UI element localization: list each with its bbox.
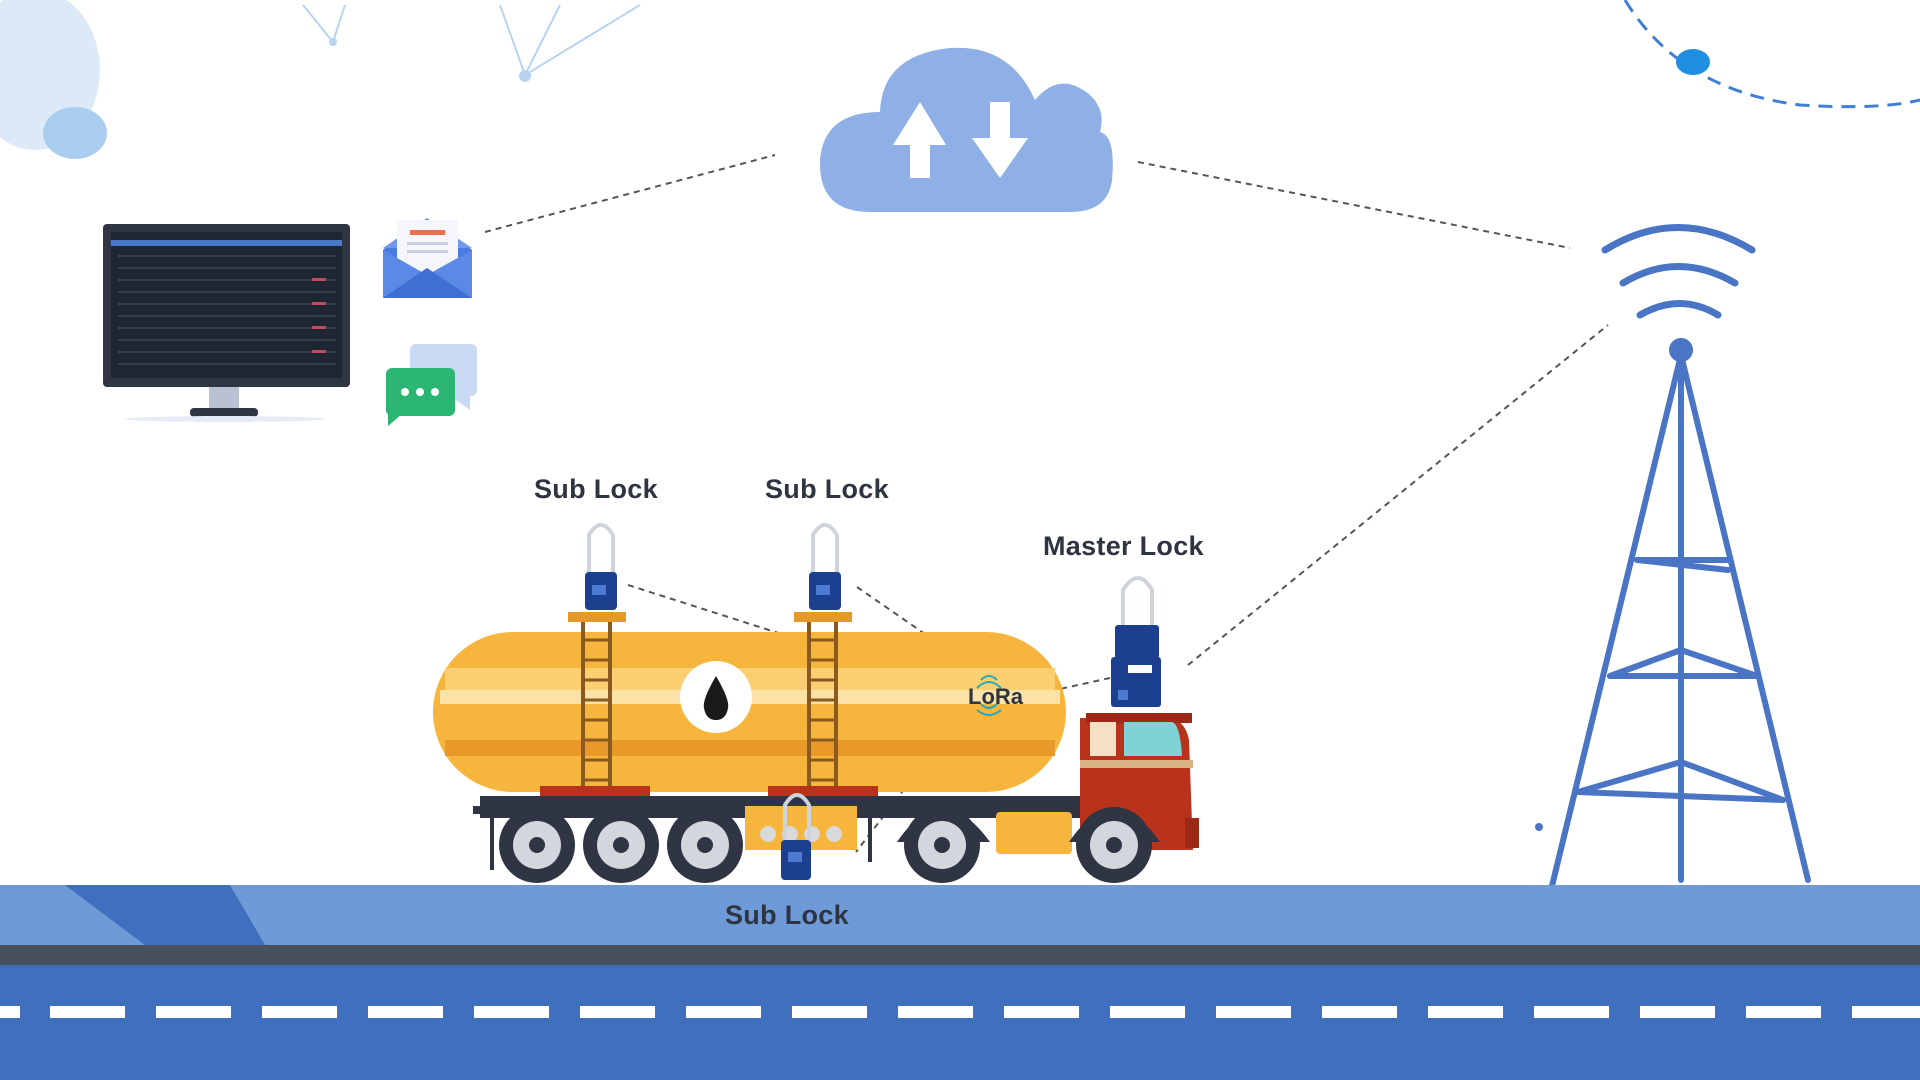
padlock-icon — [585, 523, 617, 610]
chat-icon — [386, 344, 477, 426]
lora-label: LoRa — [968, 684, 1023, 709]
monitor-icon — [103, 224, 350, 422]
decor-blobs — [0, 0, 1920, 159]
email-icon — [383, 218, 472, 298]
master-lock-label: Master Lock — [1043, 531, 1204, 561]
sub-lock-label: Sub Lock — [725, 900, 849, 930]
oil-drop-icon — [703, 676, 729, 720]
padlock-icon — [809, 523, 841, 610]
sub-lock-label: Sub Lock — [534, 474, 658, 504]
lora-signal-icon — [976, 675, 1002, 716]
cell-tower-icon — [1531, 224, 1811, 963]
cloud-upload-download-icon — [819, 47, 1113, 212]
road — [0, 885, 1920, 1080]
sub-lock-label: Sub Lock — [765, 474, 889, 504]
dot — [1535, 823, 1543, 831]
tanker-truck-icon — [433, 612, 1199, 883]
master-padlock-icon — [1111, 576, 1161, 707]
padlock-icon — [781, 793, 811, 880]
